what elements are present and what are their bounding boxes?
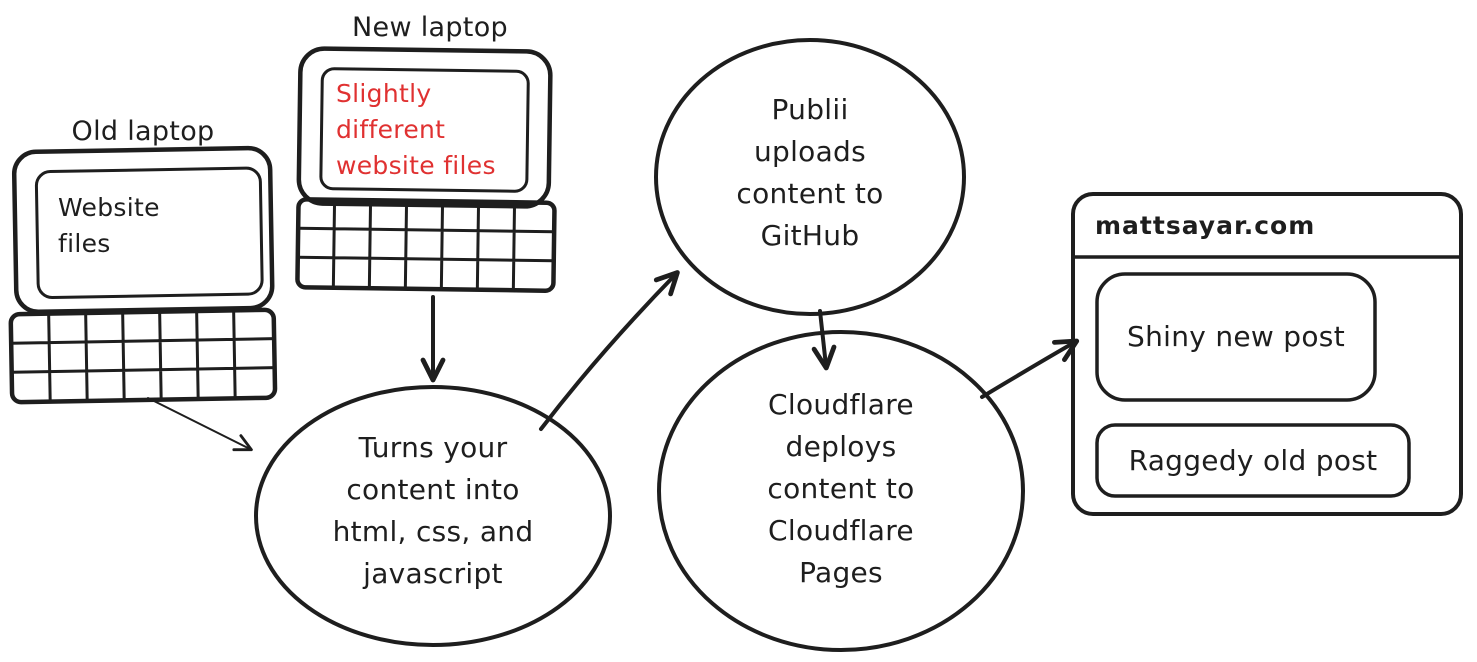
arrow-build-to-publii	[539, 270, 680, 431]
new-laptop-screen-frame	[296, 46, 553, 209]
arrows	[147, 270, 1080, 452]
publii-circle	[654, 38, 966, 316]
cloudflare-circle	[657, 330, 1025, 652]
build-node-text: Turns your content into html, css, and j…	[332, 431, 534, 590]
arrow-cloudflare-to-browser	[980, 338, 1080, 399]
new-laptop-screen-text: Slightly different website files	[336, 79, 496, 180]
old-laptop-keyboard	[8, 307, 278, 405]
old-laptop-screen-text: Website files	[58, 193, 160, 258]
new-laptop-label: New laptop	[352, 12, 508, 43]
old-laptop-keyboard-grid	[9, 308, 277, 404]
arrow-old-laptop-to-build	[147, 397, 253, 452]
new-laptop-screen	[319, 67, 530, 193]
browser-title: mattsayar.com	[1095, 211, 1316, 240]
cloudflare-node-text: Cloudflare deploys content to Cloudflare…	[767, 388, 915, 589]
new-laptop	[295, 46, 557, 293]
post-new-box	[1095, 272, 1377, 402]
new-laptop-keyboard	[295, 197, 557, 293]
publii-node-text: Publii uploads content to GitHub	[736, 93, 884, 252]
arrow-publii-to-cloudflare	[811, 309, 837, 371]
build-ellipse	[254, 385, 612, 647]
post-old-box	[1095, 423, 1411, 498]
old-laptop-screen	[34, 166, 264, 300]
old-laptop	[8, 145, 278, 405]
old-laptop-label: Old laptop	[71, 116, 215, 147]
post-old-label: Raggedy old post	[1128, 443, 1378, 477]
post-new-label: Shiny new post	[1127, 320, 1345, 353]
new-laptop-keyboard-grid	[296, 198, 556, 292]
